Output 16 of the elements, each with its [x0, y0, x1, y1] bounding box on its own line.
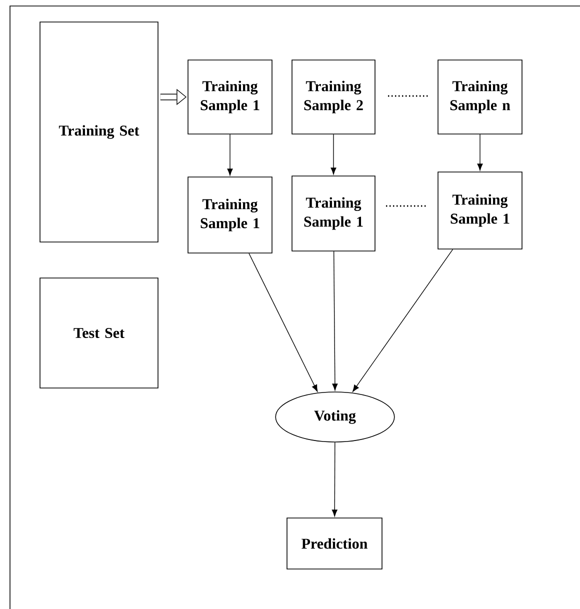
arrow	[477, 134, 483, 170]
arrow	[227, 134, 233, 176]
process-box: Prediction	[286, 518, 382, 570]
arrow	[332, 251, 338, 391]
process-box: Training Sample 1	[292, 176, 376, 252]
arrow	[332, 442, 338, 516]
process-box: Training Sample 1	[188, 176, 272, 254]
arrow	[352, 249, 454, 392]
process-box: Training Sample 1	[188, 60, 272, 134]
arrow	[330, 134, 336, 174]
process-box: Training Sample 2	[292, 60, 376, 134]
process-box: Training Sample n	[438, 60, 522, 134]
process-box: Test Set	[40, 278, 158, 388]
process-box: Training Set	[40, 22, 158, 242]
process-box: Training Sample 1	[438, 172, 522, 250]
arrow	[248, 253, 318, 392]
